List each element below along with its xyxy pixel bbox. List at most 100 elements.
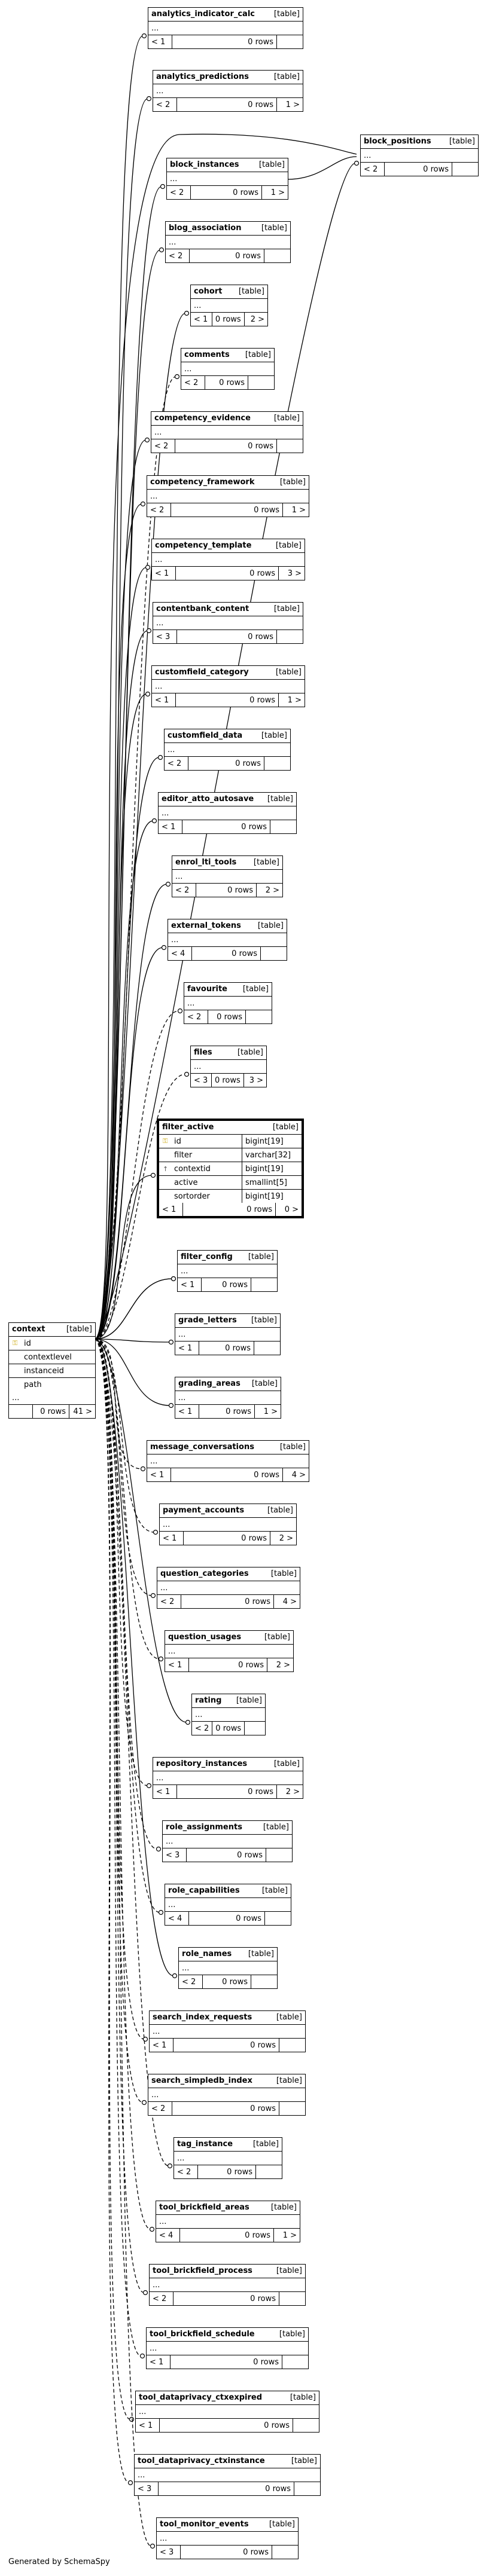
ellipsis: ... bbox=[160, 1583, 168, 1593]
table-tool-dataprivacy-ctxexpired[interactable]: tool_dataprivacy_ctxexpired[table]...< 1… bbox=[135, 2391, 319, 2433]
next-count: 2 > bbox=[256, 884, 282, 897]
relation-line-tool_brickfield_process bbox=[94, 1339, 145, 2293]
crow-foot-marker bbox=[146, 96, 152, 102]
prev-count: < 2 bbox=[167, 186, 191, 199]
table-tool-dataprivacy-ctxinstance[interactable]: tool_dataprivacy_ctxinstance[table]...< … bbox=[134, 2454, 321, 2496]
table-header: editor_atto_autosave [table] bbox=[159, 793, 296, 806]
table-header: payment_accounts[table] bbox=[160, 1504, 296, 1518]
table-name: tool_brickfield_process bbox=[153, 2266, 252, 2275]
column-type: bigint[19] bbox=[242, 1190, 302, 1203]
table-name: tag_instance bbox=[177, 2140, 233, 2149]
table-tag: [table] bbox=[275, 668, 302, 677]
ellipsis: ... bbox=[195, 1710, 203, 1719]
row-count: 0 rows bbox=[248, 100, 273, 109]
table-header: role_names[table] bbox=[179, 1948, 277, 1961]
row-count: 0 rows bbox=[265, 2484, 291, 2494]
table-ellipsis-row: ... bbox=[165, 1645, 293, 1658]
crow-foot-marker bbox=[167, 2163, 173, 2169]
row-count: 0 rows bbox=[248, 441, 273, 451]
ellipsis: ... bbox=[178, 1393, 186, 1402]
table-tag: [table] bbox=[258, 160, 285, 169]
ellipsis: ... bbox=[138, 2470, 145, 2480]
relation-line-editor_atto_autosave bbox=[94, 820, 154, 1340]
table-tag: [table] bbox=[279, 2330, 305, 2339]
table-name: customfield_data bbox=[168, 731, 243, 740]
row-count: 0 rows bbox=[253, 2357, 279, 2367]
table-name: tool_dataprivacy_ctxexpired bbox=[139, 2393, 263, 2402]
ellipsis: ... bbox=[168, 1900, 176, 1909]
table-tag: [table] bbox=[267, 1506, 293, 1515]
prev-count: < 1 bbox=[159, 820, 182, 833]
prev-count bbox=[9, 1405, 33, 1418]
prev-count: < 1 bbox=[136, 2419, 160, 2432]
table-name: grading_areas bbox=[178, 1379, 240, 1388]
table-name: comments bbox=[184, 350, 230, 359]
table-tag: [table] bbox=[275, 541, 302, 550]
next-count: 2 > bbox=[276, 1785, 303, 1798]
prev-count: < 1 bbox=[178, 1278, 202, 1291]
table-name: editor_atto_autosave bbox=[162, 795, 254, 803]
column-name: filter bbox=[174, 1150, 193, 1160]
table-tag: [table] bbox=[238, 287, 264, 296]
prev-count: < 1 bbox=[153, 1785, 177, 1798]
table-tag: [table] bbox=[269, 2520, 295, 2529]
crow-foot-marker bbox=[177, 1008, 183, 1014]
relation-line-tool_monitor_events bbox=[94, 1339, 152, 2547]
table-ellipsis-row: ... bbox=[148, 22, 303, 35]
table-name: competency_framework bbox=[150, 478, 255, 487]
prev-count: < 2 bbox=[361, 163, 385, 176]
table-ellipsis-row: ... bbox=[361, 149, 478, 163]
table-header: competency_template[table] bbox=[152, 539, 305, 553]
ellipsis: ... bbox=[160, 2534, 168, 2543]
foreign-key-icon: ↑ bbox=[163, 1165, 169, 1173]
column-name: active bbox=[174, 1178, 198, 1187]
table-tag: [table] bbox=[267, 795, 293, 803]
table-tag: [table] bbox=[270, 2203, 297, 2212]
table-ellipsis-row: ... bbox=[175, 1391, 281, 1405]
